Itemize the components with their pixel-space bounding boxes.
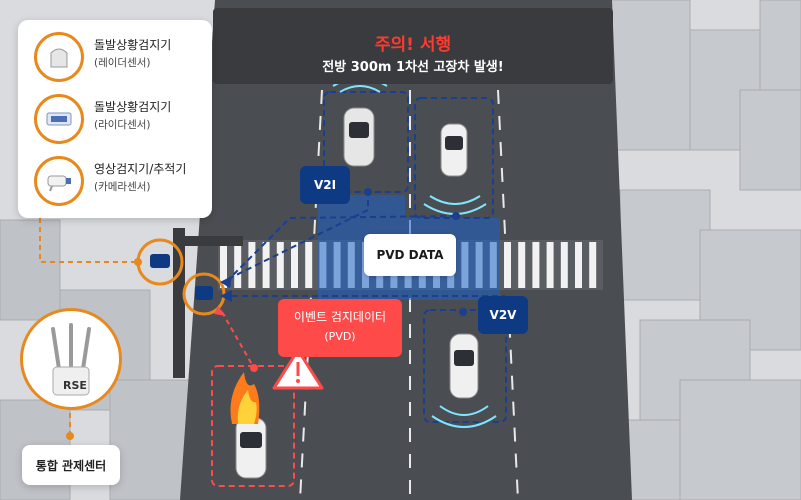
sign-subtitle: 전방 300m 1차선 고장차 발생! [322, 60, 504, 75]
lane-markings [299, 89, 519, 500]
legend-title: 돌발상황검지기 [94, 38, 172, 52]
v2v-label: V2V [478, 296, 528, 334]
event-subtitle: (PVD) [324, 330, 356, 343]
crosswalk-stripe [532, 242, 540, 288]
sensor-legend: 돌발상황검지기 (레이더센서) 돌발상황검지기 (라이다센서) 영상검지기/추적… [18, 20, 212, 218]
crosswalk-stripe [234, 242, 242, 288]
crosswalk-stripe [276, 242, 284, 288]
crosswalk-stripe [518, 242, 526, 288]
crosswalk-stripe [262, 242, 270, 288]
event-title: 이벤트 검지데이터 [293, 310, 387, 324]
event-link [221, 311, 255, 369]
radar-detector-icon [150, 254, 170, 268]
car-v2v [449, 333, 479, 399]
radar-sensor-icon [34, 32, 84, 82]
legend-item-camera: 영상검지기/추적기 (카메라센서) [34, 156, 210, 206]
legend-subtitle: (레이더센서) [94, 57, 151, 69]
car-top-right [440, 123, 468, 177]
warning-icon [272, 348, 324, 390]
event-detection-label: 이벤트 검지데이터 (PVD) [278, 299, 402, 357]
crosswalk-stripe [220, 242, 227, 288]
antenna-icon [51, 323, 91, 396]
legend-item-radar: 돌발상황검지기 (레이더센서) [34, 32, 210, 82]
buildings-right [599, 0, 801, 500]
crosswalk-stripe [291, 242, 298, 288]
camera-detector-icon [195, 286, 213, 300]
crosswalk-stripe [589, 242, 597, 288]
lidar-sensor-icon [34, 94, 84, 144]
legend-subtitle: (라이다센서) [94, 119, 151, 131]
crosswalk-stripe [305, 242, 313, 288]
fire-icon [230, 372, 260, 424]
arrow-heads [220, 188, 467, 316]
pvd-data-label: PVD DATA [364, 234, 456, 276]
legend-title: 돌발상황검지기 [94, 100, 172, 114]
broken-car [235, 417, 267, 479]
legend-subtitle: (카메라센서) [94, 181, 151, 193]
crosswalk-stripe [560, 242, 568, 288]
crosswalk-stripe [575, 242, 582, 288]
camera-sensor-icon [34, 156, 84, 206]
rse-unit: RSE [20, 308, 122, 410]
crosswalk-stripe [504, 242, 511, 288]
crosswalk-stripe [546, 242, 554, 288]
crosswalk-stripe [248, 242, 256, 288]
car-top-left [343, 107, 375, 167]
legend-title: 영상검지기/추적기 [94, 162, 187, 176]
control-center-label: 통합 관제센터 [22, 445, 120, 485]
v2i-label: V2I [300, 166, 350, 204]
sign-title: 주의! 서행 [374, 35, 452, 55]
legend-item-lidar: 돌발상황검지기 (라이다센서) [34, 94, 210, 144]
rse-label: RSE [63, 378, 87, 392]
overhead-warning-sign: 주의! 서행 전방 300m 1차선 고장차 발생! [213, 8, 613, 84]
